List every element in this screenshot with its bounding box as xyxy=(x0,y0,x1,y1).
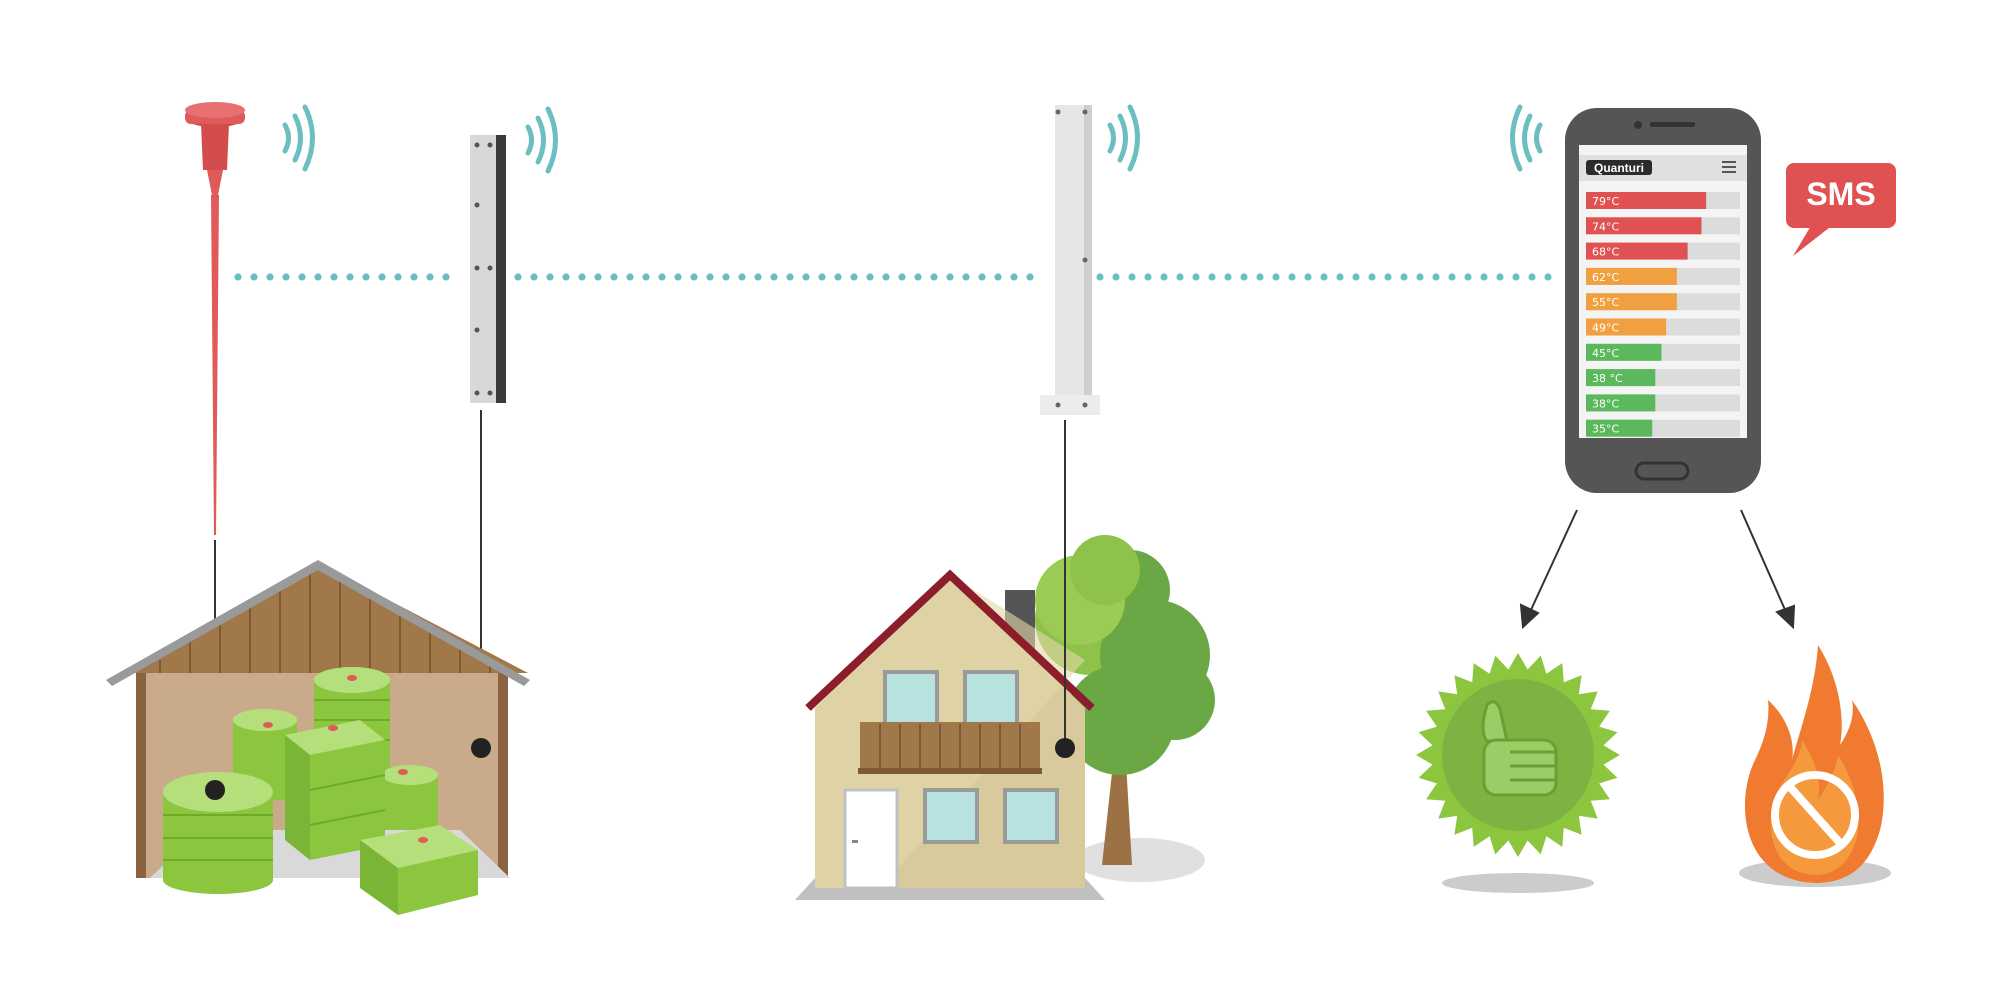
temperature-reading-row: 49°C xyxy=(1586,318,1740,336)
temperature-reading-row: 62°C xyxy=(1586,267,1740,285)
arrow-icon xyxy=(1740,509,1796,630)
signal-waves-icon xyxy=(1107,104,1140,172)
reading-bar-fill xyxy=(1586,192,1707,209)
sms-bubble-icon: SMS xyxy=(1786,163,1896,256)
repeater-sensor-dot xyxy=(471,738,491,758)
temperature-reading-row: 79°C xyxy=(1586,192,1740,209)
signal-waves-icon xyxy=(282,104,315,172)
signal-waves-icon xyxy=(525,106,558,174)
reading-bar-fill xyxy=(1586,217,1702,235)
hay-bales-icon xyxy=(163,667,478,915)
reading-label: 68°C xyxy=(1592,246,1619,259)
reading-bar-fill xyxy=(1586,369,1656,387)
reading-label: 38°C xyxy=(1592,397,1619,410)
temperature-readings-list: 79°C 74°C 68°C 62°C 55°C 49°C 45°C 38 °C 38°C 35°… xyxy=(1586,192,1740,437)
arrow-icon xyxy=(1519,509,1578,630)
repeater-icon xyxy=(470,135,506,403)
reading-label: 49°C xyxy=(1592,322,1619,335)
fire-prevented-icon xyxy=(1739,645,1891,887)
reading-label: 35°C xyxy=(1592,423,1619,436)
sms-label: SMS xyxy=(1806,176,1875,212)
reading-label: 62°C xyxy=(1592,271,1619,284)
reading-bar-fill xyxy=(1586,318,1667,336)
temperature-reading-row: 38°C xyxy=(1586,394,1740,412)
thumbs-up-badge-icon xyxy=(1416,653,1620,893)
menu-icon xyxy=(1722,161,1736,173)
temperature-reading-row: 38 °C xyxy=(1586,369,1740,387)
reading-label: 45°C xyxy=(1592,347,1619,360)
reading-bar-fill xyxy=(1586,267,1677,285)
reading-label: 38 °C xyxy=(1592,372,1623,385)
smartphone-icon: Quanturi 79°C 74°C 68°C 62°C 55°C 49°C 45°C 38 … xyxy=(1565,108,1761,493)
reading-bar-fill xyxy=(1586,394,1656,412)
tree-icon xyxy=(1035,535,1215,882)
wireless-link-dotted-line xyxy=(234,273,1552,281)
temperature-reading-row: 55°C xyxy=(1586,293,1740,311)
house-icon xyxy=(795,569,1105,900)
signal-waves-icon xyxy=(1510,104,1543,172)
reading-label: 79°C xyxy=(1592,195,1619,208)
quanturi-logo-text: Quanturi xyxy=(1594,161,1644,175)
reading-bar-fill xyxy=(1586,242,1688,260)
temperature-reading-row: 45°C xyxy=(1586,343,1740,361)
temperature-reading-row: 35°C xyxy=(1586,419,1740,437)
hay-probe-icon xyxy=(185,102,245,535)
temperature-reading-row: 74°C xyxy=(1586,217,1740,235)
quanturi-logo xyxy=(1586,160,1652,175)
reading-label: 74°C xyxy=(1592,220,1619,233)
reading-label: 55°C xyxy=(1592,296,1619,309)
probe-sensor-dot xyxy=(205,780,225,800)
temperature-reading-row: 68°C xyxy=(1586,242,1740,260)
reading-bar-fill xyxy=(1586,343,1662,361)
reading-bar-fill xyxy=(1586,293,1677,311)
base-station-sensor-dot xyxy=(1055,738,1075,758)
reading-bar-fill xyxy=(1586,419,1653,437)
base-station-icon xyxy=(1040,105,1100,415)
